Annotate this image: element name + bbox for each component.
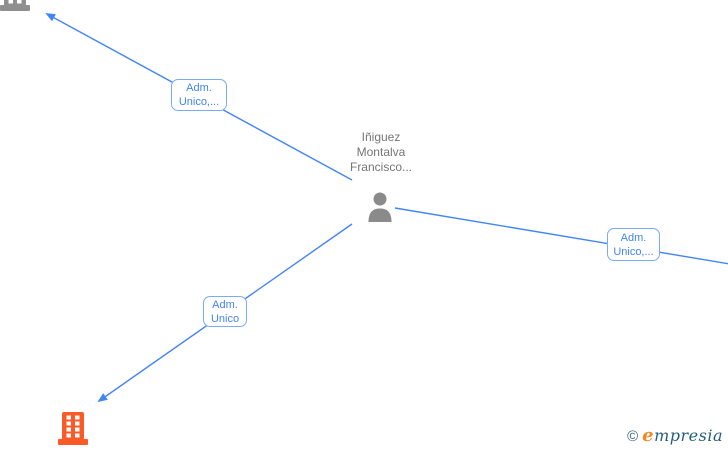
edge-label-text: Unico,...	[613, 245, 654, 258]
company-node-bottom-left[interactable]	[58, 412, 88, 445]
person-icon	[366, 192, 394, 222]
edge-label-adm-unico-top-left: Adm. Unico,...	[171, 79, 227, 111]
edge-line-right	[394, 207, 728, 265]
person-name-line: Iñiguez	[361, 130, 401, 144]
person-name-line: Montalva	[356, 145, 406, 159]
edge-label-text: Unico,...	[178, 96, 220, 108]
edge-label-adm-unico-bottom-left: Adm. Unico	[203, 296, 247, 327]
empresia-brand-rest: mpresia	[654, 426, 723, 445]
company-node-top-left[interactable]	[0, 0, 30, 11]
empresia-logo[interactable]: © empresia	[627, 427, 723, 445]
building-icon	[58, 412, 88, 449]
copyright-icon: ©	[627, 427, 639, 445]
edge-label-text: Adm.	[212, 298, 238, 311]
edge-label-adm-unico-right: Adm. Unico,...	[607, 228, 660, 261]
person-name-line: Francisco...	[349, 160, 412, 174]
edge-label-text: Adm.	[186, 82, 212, 94]
building-icon	[0, 0, 30, 15]
empresia-brand-text: empresia	[642, 427, 723, 445]
person-node[interactable]: Iñiguez Montalva Francisco...	[331, 130, 431, 222]
person-name: Iñiguez Montalva Francisco...	[331, 130, 431, 175]
empresia-brand-first-letter: e	[642, 425, 655, 446]
edge-label-text: Adm.	[620, 231, 647, 244]
edge-label-text: Unico	[210, 312, 240, 325]
